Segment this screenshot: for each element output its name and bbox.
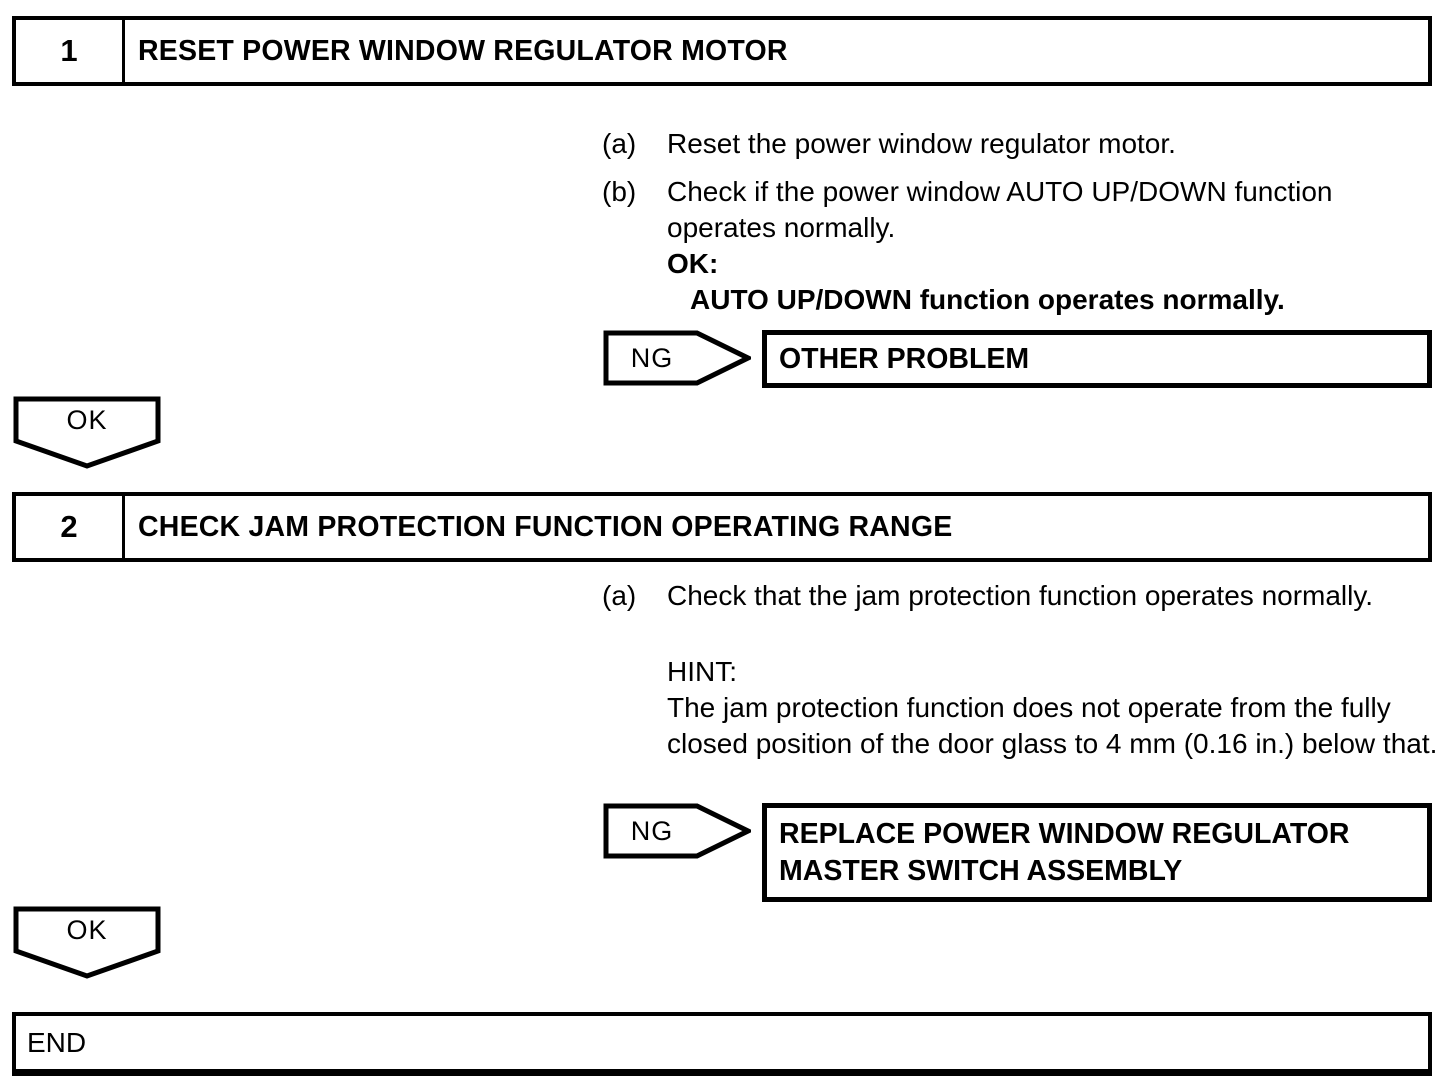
step-2-ng-result-box: REPLACE POWER WINDOW REGULATOR MASTER SW… [762,803,1432,902]
step-2-ng-result-text: REPLACE POWER WINDOW REGULATOR MASTER SW… [779,817,1350,887]
substep-1b-label: (b) [602,176,637,207]
step-1-ng-connector: NG [603,330,751,386]
ok-pentagon-icon [13,906,161,979]
substep-1a-text: Reset the power window regulator motor. [667,128,1176,159]
step-2-ng-connector: NG [603,803,751,859]
step-2-ok-connector: OK [13,906,161,980]
step-2-title: CHECK JAM PROTECTION FUNCTION OPERATING … [138,510,953,543]
substep-1a-label: (a) [602,128,637,159]
step-1-ok-spec-value: AUTO UP/DOWN function operates normally. [690,284,1285,315]
substep-1b: (b) Check if the power window AUTO UP/DO… [602,174,1454,246]
step-2-hint-text: The jam protection function does not ope… [667,692,1438,759]
end-label: END [27,1026,87,1058]
ng-arrow-icon [603,803,751,859]
step-2-ng-label: NG [630,815,674,846]
step-2-header: 2 CHECK JAM PROTECTION FUNCTION OPERATIN… [12,492,1432,562]
step-1-header: 1 RESET POWER WINDOW REGULATOR MOTOR [12,16,1432,86]
step-2-instructions: (a) Check that the jam protection functi… [602,578,1454,762]
step-1-ok-connector: OK [13,396,161,470]
ok-pentagon-icon [13,396,161,469]
substep-2a-label: (a) [602,580,637,611]
substep-2a-text: Check that the jam protection function o… [667,580,1374,611]
end-terminator-box: END [12,1012,1432,1076]
step-1-ok-spec-label: OK: [667,248,719,279]
step-1-ok-label: OK [66,404,108,435]
substep-1b-text: Check if the power window AUTO UP/DOWN f… [667,176,1333,243]
step-2-number: 2 [16,496,125,558]
step-1-instructions: (a) Reset the power window regulator mot… [602,126,1454,318]
step-2-hint-label: HINT: [667,656,737,687]
ng-arrow-icon [603,330,751,386]
step-1-ng-result-box: OTHER PROBLEM [762,330,1432,388]
step-1-title: RESET POWER WINDOW REGULATOR MOTOR [138,34,788,67]
step-1-number: 1 [16,20,125,82]
step-1-ng-label: NG [630,342,674,373]
step-1-ng-result-text: OTHER PROBLEM [779,342,1030,375]
step-2-ok-label: OK [66,914,108,945]
substep-1a: (a) Reset the power window regulator mot… [602,126,1454,162]
substep-2a: (a) Check that the jam protection functi… [602,578,1454,614]
